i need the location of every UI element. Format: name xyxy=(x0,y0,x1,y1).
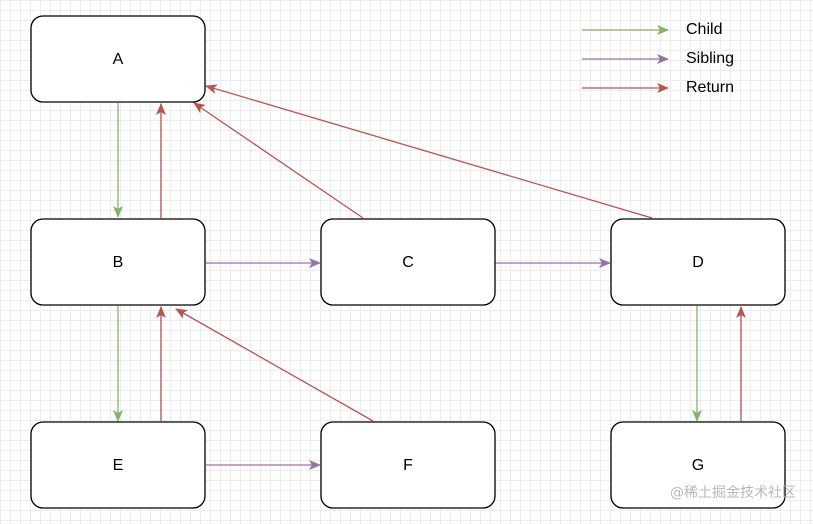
node-d-label: D xyxy=(692,254,704,271)
watermark: @稀土掘金技术社区 xyxy=(670,485,796,501)
legend-child-label: Child xyxy=(686,21,722,38)
node-a-label: A xyxy=(113,51,124,68)
legend-sibling: Sibling xyxy=(582,50,734,67)
node-a[interactable]: A xyxy=(30,15,206,103)
edge-d-a-return xyxy=(205,84,653,219)
edge-f-b-return xyxy=(175,308,374,422)
legend-sibling-label: Sibling xyxy=(686,50,734,67)
node-b[interactable]: B xyxy=(30,218,206,306)
node-c-label: C xyxy=(402,254,414,271)
node-e-label: E xyxy=(113,457,124,474)
edges xyxy=(113,84,746,470)
legend-return: Return xyxy=(582,79,734,96)
node-g[interactable]: G xyxy=(610,421,786,509)
node-g-label: G xyxy=(692,457,704,474)
node-c[interactable]: C xyxy=(320,218,496,306)
legend-return-label: Return xyxy=(686,79,734,96)
node-e[interactable]: E xyxy=(30,421,206,509)
legend: Child Sibling Return xyxy=(582,21,734,96)
edge-c-a-return xyxy=(193,102,364,219)
node-f-label: F xyxy=(403,457,413,474)
node-d[interactable]: D xyxy=(610,218,786,306)
legend-child: Child xyxy=(582,21,722,38)
node-f[interactable]: F xyxy=(320,421,496,509)
node-b-label: B xyxy=(113,254,124,271)
